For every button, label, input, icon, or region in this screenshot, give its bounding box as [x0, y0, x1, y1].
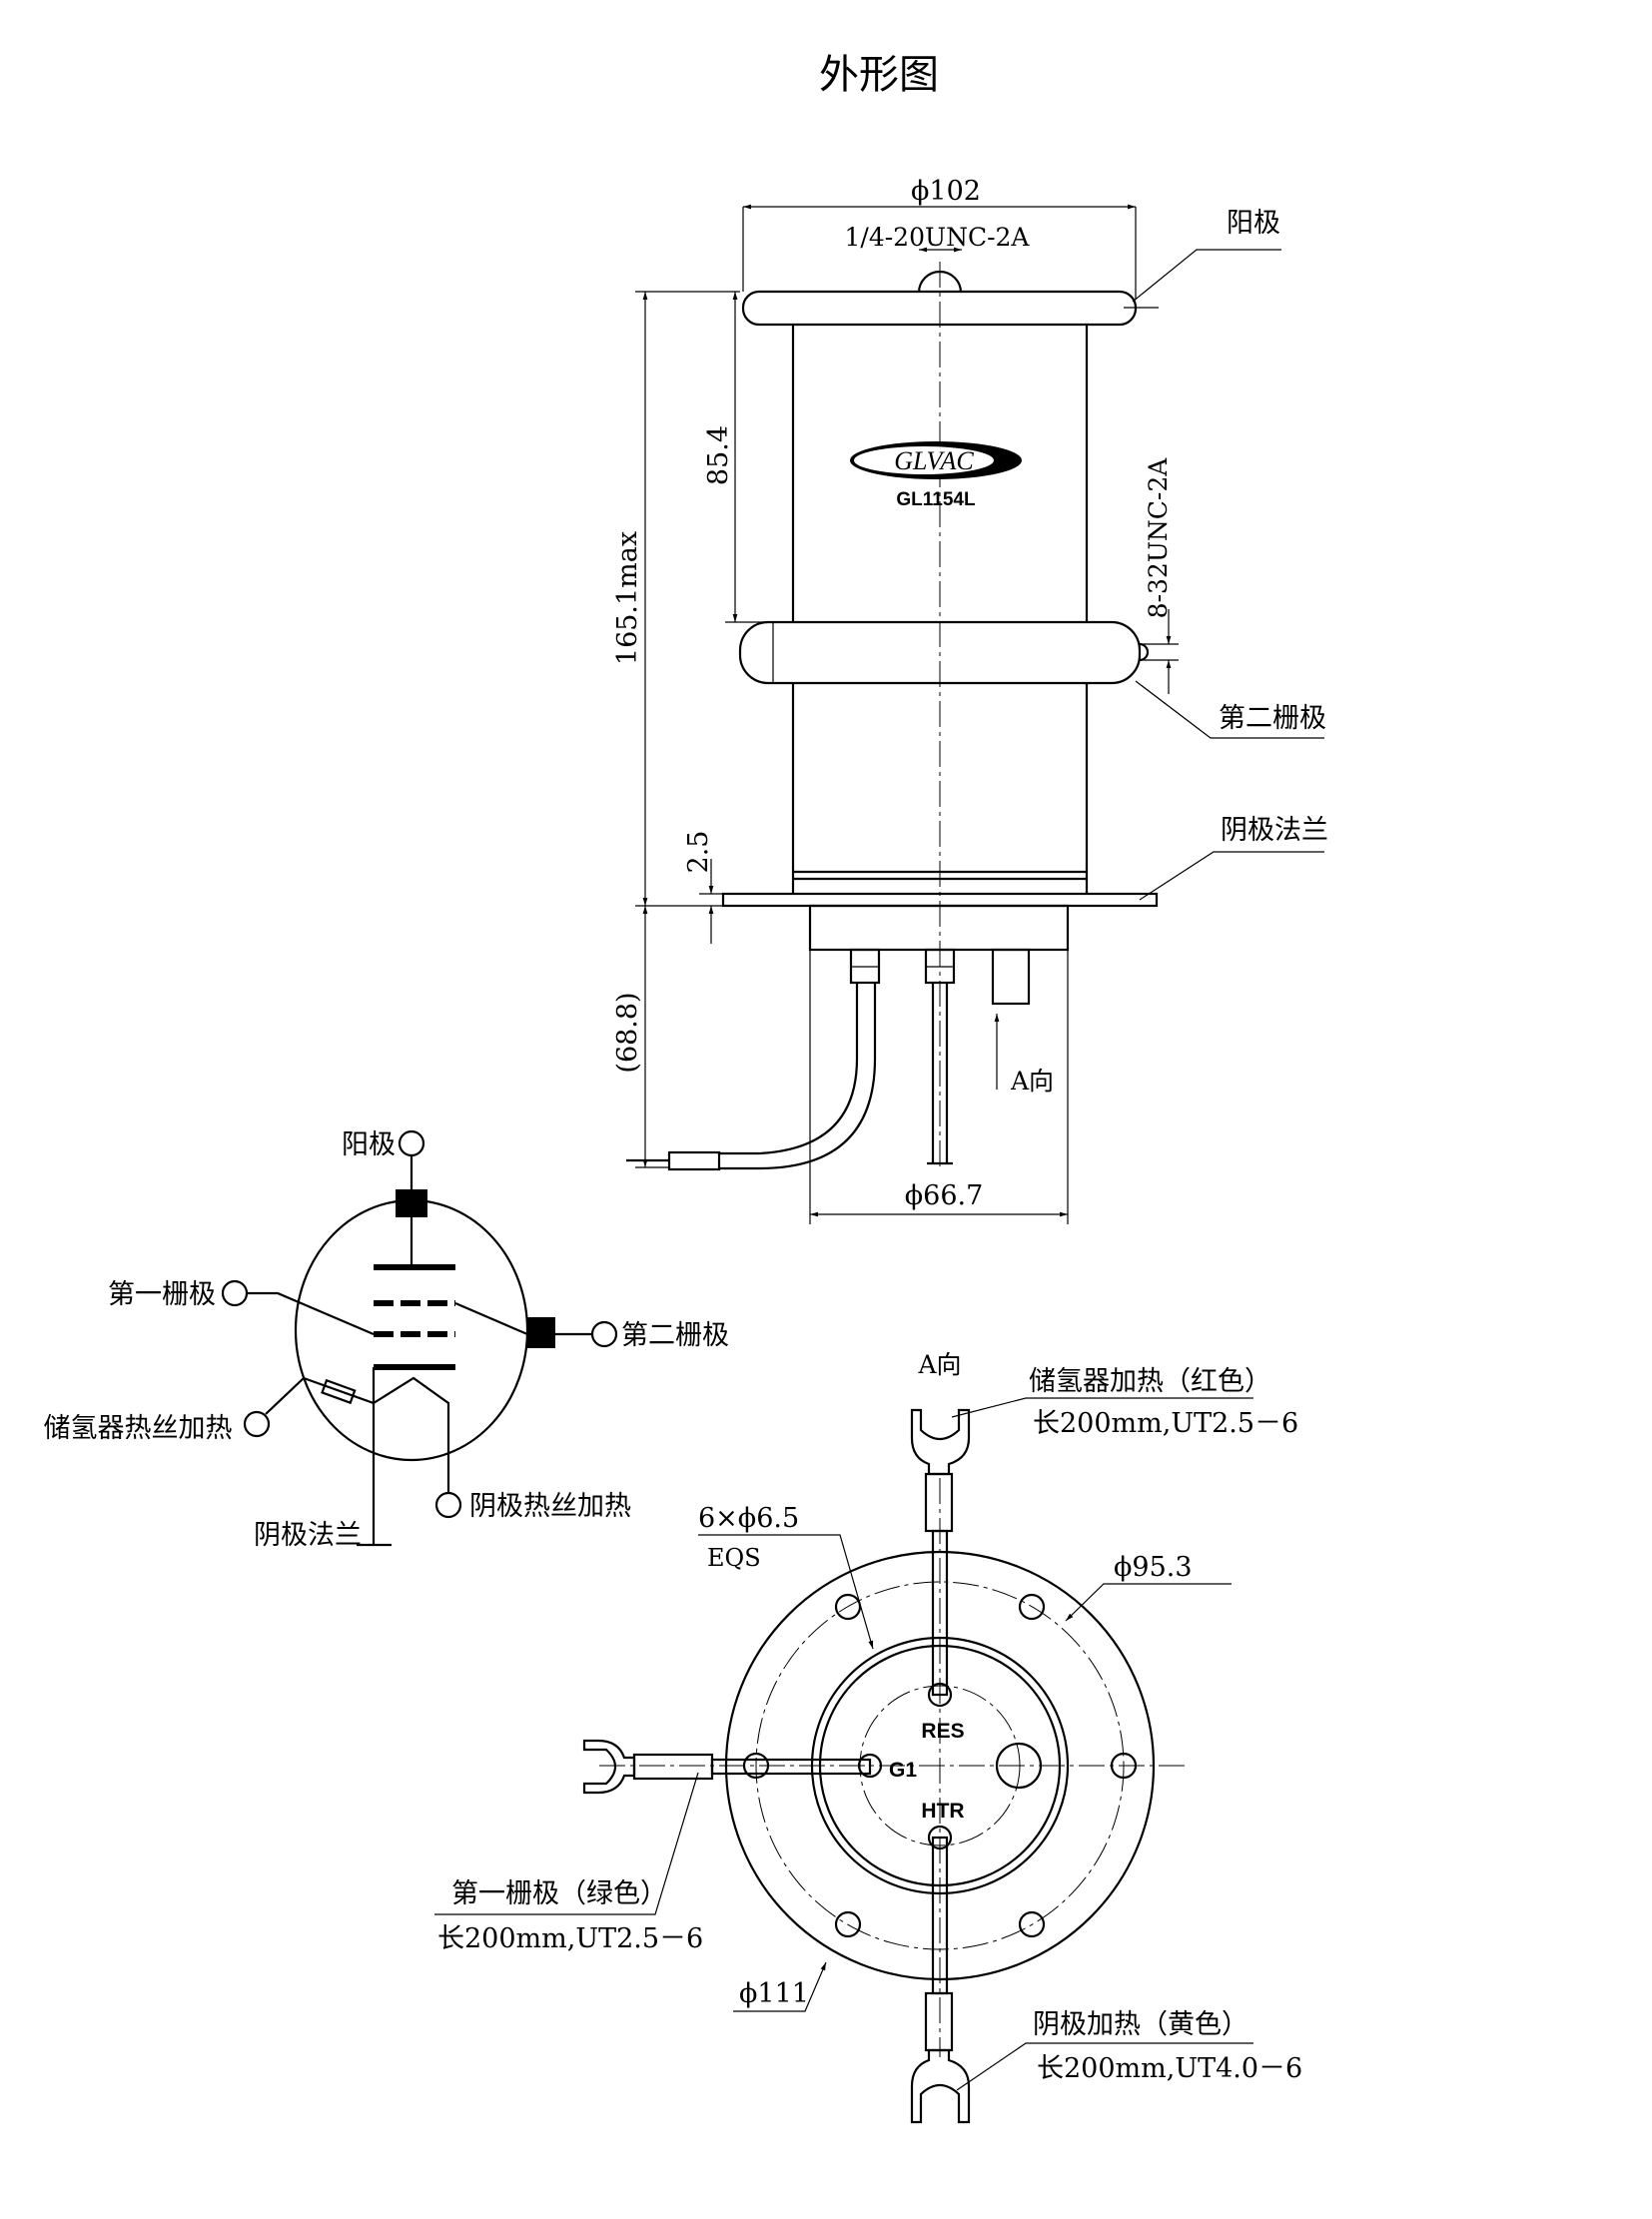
dim-base-dia: ϕ66.7 [905, 1180, 984, 1211]
mounting-hole [1018, 1910, 1046, 1938]
outer-dia: ϕ111 [739, 1978, 809, 2009]
holes-eqs: EQS [707, 1544, 761, 1572]
grid1-terminal-circle [221, 1279, 249, 1307]
g1-lead-title: 第一栅极（绿色） [451, 1878, 667, 1909]
center-hole [995, 1742, 1043, 1790]
dim-thread-side: 8-32UNC-2A [1144, 457, 1173, 619]
sch-label-cathode-flange: 阴极法兰 [254, 1520, 362, 1551]
bottom-view-a: A向 RES HTR G1 [434, 1350, 1302, 2124]
mounting-hole [834, 1910, 862, 1938]
g1-lead-spec: 长200mm,UT2.5－6 [437, 1923, 703, 1954]
dim-height-mid: 85.4 [703, 425, 734, 485]
anode-terminal [917, 270, 963, 294]
pin-g1 [857, 1753, 883, 1779]
pin-res [927, 1682, 953, 1708]
g1-spade-lug [582, 1739, 636, 1795]
pin-htr-label: HTR [921, 1800, 964, 1823]
reservoir-resistor [321, 1378, 357, 1405]
dim-dia-top: ϕ102 [911, 176, 981, 207]
side-view: ϕ102 1/4-20UNC-2A GLVAC GL1154L [612, 176, 1328, 1224]
mounting-hole [834, 1593, 862, 1621]
mounting-hole [1018, 1593, 1046, 1621]
sch-label-reservoir-heater: 储氢器热丝加热 [44, 1413, 233, 1444]
res-lead-title: 储氢器加热（红色） [1029, 1366, 1271, 1397]
label-cathode-flange: 阴极法兰 [1221, 815, 1328, 846]
dim-lead-length: (68.8) [612, 992, 643, 1073]
htr-lead-spec: 长200mm,UT4.0－6 [1037, 2053, 1302, 2084]
tube-schematic: 阳极 第一栅极 第二栅极 阴极法兰 阴极热丝加热 储氢器热丝加热 [44, 1129, 730, 1551]
dim-flange-thickness: 2.5 [683, 831, 714, 874]
cathode-heater-terminal-circle [434, 1491, 462, 1519]
htr-lead-title: 阴极加热（黄色） [1033, 2009, 1248, 2040]
label-anode: 阳极 [1227, 208, 1280, 239]
bolt-circle-dia: ϕ95.3 [1114, 1552, 1193, 1583]
sch-label-grid1: 第一栅极 [108, 1279, 216, 1310]
grid2-pin-block [527, 1317, 555, 1348]
res-lead-spec: 长200mm,UT2.5－6 [1033, 1408, 1298, 1439]
sch-label-grid2: 第二栅极 [621, 1320, 729, 1351]
pin-g1-label: G1 [889, 1759, 917, 1782]
label-grid2: 第二栅极 [1219, 703, 1326, 734]
mounting-hole [1110, 1752, 1138, 1780]
glvac-logo: GLVAC [850, 441, 1022, 479]
bottom-view-title: A向 [917, 1350, 961, 1379]
htr-spade-lug [910, 2048, 971, 2124]
pin-htr [927, 1825, 953, 1850]
anode-terminal-circle [398, 1129, 425, 1157]
side-stub [991, 948, 1031, 1006]
res-spade-lug [910, 1408, 971, 1476]
base-block [808, 904, 1070, 952]
sch-label-anode: 阳极 [342, 1129, 396, 1160]
grid2-terminal-circle [590, 1320, 618, 1348]
dim-thread-top: 1/4-20UNC-2A [845, 223, 1031, 252]
terminal [667, 1150, 721, 1171]
logo-text: GLVAC [894, 446, 974, 475]
sch-label-cathode-heater: 阴极热丝加热 [469, 1491, 631, 1522]
dim-height-max: 165.1max [612, 531, 643, 665]
grid2-ring [738, 620, 1142, 685]
drawing-title: 外形图 [819, 52, 939, 98]
mounting-hole [742, 1752, 770, 1780]
model-number: GL1154L [896, 489, 976, 510]
mounting-holes [742, 1593, 1138, 1938]
heater-filament [373, 1376, 450, 1493]
reservoir-terminal-circle [243, 1410, 271, 1438]
pin-res-label: RES [921, 1720, 964, 1743]
view-a-label: A向 [1010, 1067, 1054, 1096]
holes-spec: 6×ϕ6.5 [698, 1503, 799, 1534]
